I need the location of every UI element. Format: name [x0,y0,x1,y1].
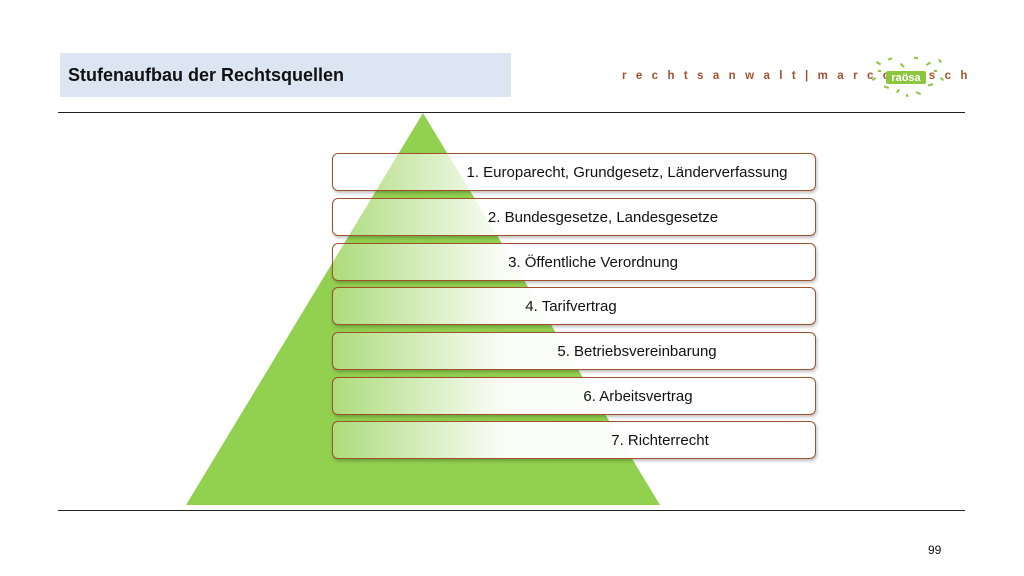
level-label: 5. Betriebsvereinbarung [557,342,717,360]
page-number: 99 [928,543,942,557]
page-title: Stufenaufbau der Rechtsquellen [68,64,345,85]
leaf-icon [871,56,945,98]
pyramid-level-4: 4. Tarifvertrag [332,287,816,325]
logo-text: raösa [891,72,921,84]
logo: raösa [871,56,945,98]
pyramid-level-1: 1. Europarecht, Grundgesetz, Länderverfa… [332,153,816,191]
level-label: 3. Öffentliche Verordnung [508,253,678,271]
title-box: Stufenaufbau der Rechtsquellen [60,53,511,97]
pyramid-level-3: 3. Öffentliche Verordnung [332,243,816,281]
divider-top [58,112,965,113]
pyramid-level-2: 2. Bundesgesetze, Landesgesetze [332,198,816,236]
pyramid-level-5: 5. Betriebsvereinbarung [332,332,816,370]
divider-bottom [58,510,965,511]
level-label: 1. Europarecht, Grundgesetz, Länderverfa… [466,163,788,181]
logo-badge [886,71,926,84]
pyramid-level-6: 6. Arbeitsvertrag [332,377,816,415]
pyramid-level-7: 7. Richterrecht [332,421,816,459]
level-label: 6. Arbeitsvertrag [583,387,693,405]
level-label: 4. Tarifvertrag [525,297,617,315]
level-label: 2. Bundesgesetze, Landesgesetze [487,208,719,226]
level-label: 7. Richterrecht [611,431,709,449]
